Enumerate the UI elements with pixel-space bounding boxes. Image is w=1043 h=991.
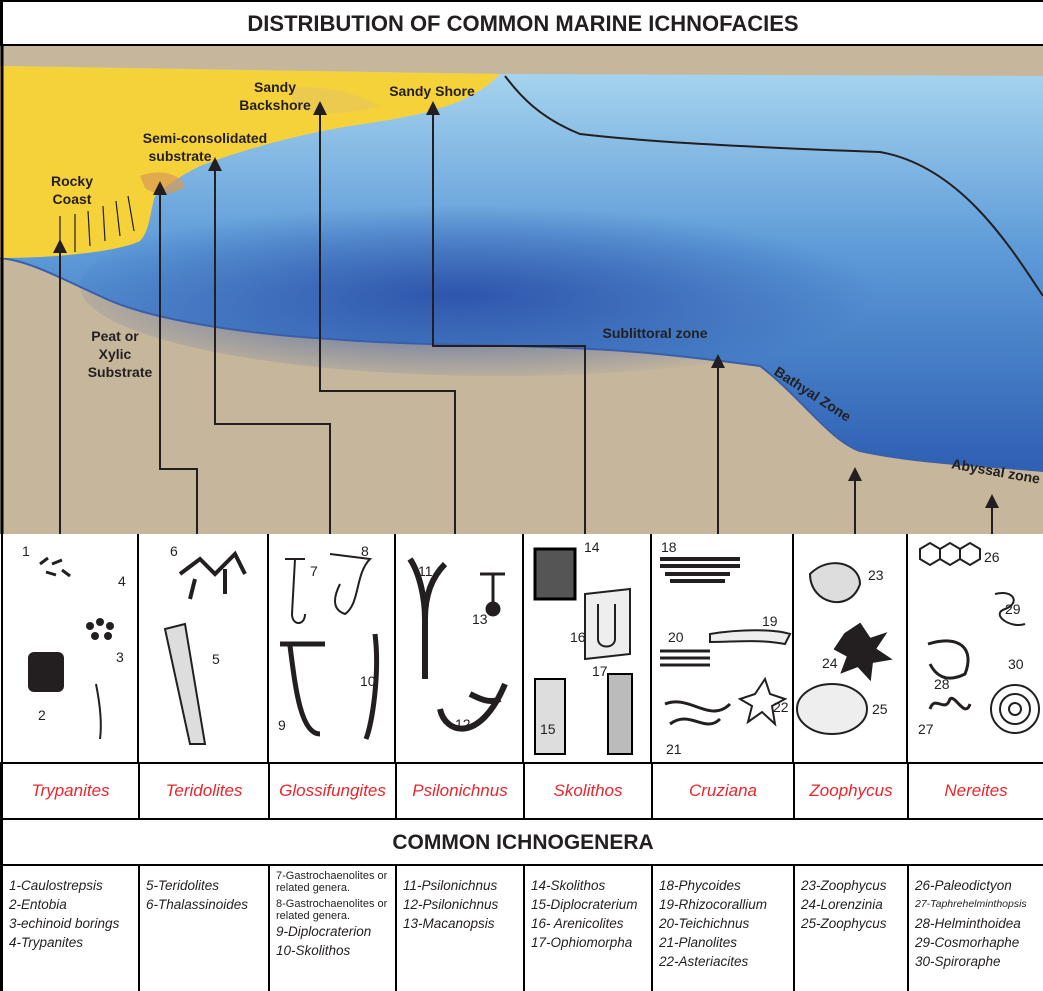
genus-item: 3-echinoid borings	[9, 914, 138, 933]
genus-item: 6-Thalassinoides	[146, 895, 268, 914]
figure-number: 26	[984, 549, 1000, 565]
figure-number: 20	[668, 629, 684, 645]
figure-number: 14	[584, 539, 600, 555]
figure-number: 16	[570, 629, 586, 645]
genus-item: 27-Taphrehelminthopsis	[915, 895, 1043, 914]
figure-number: 19	[762, 613, 778, 629]
ichnogenera-list: 11-Psilonichnus 12-Psilonichnus 13-Macan…	[395, 866, 523, 991]
figure-number: 25	[872, 701, 888, 717]
genus-item: 26-Paleodictyon	[915, 876, 1043, 895]
figure-number: 17	[592, 663, 608, 679]
figure-number: 15	[540, 721, 556, 737]
genus-item: 4-Trypanites	[9, 933, 138, 952]
figure-number: 11	[418, 563, 433, 579]
facies-name: Skolithos	[523, 764, 651, 818]
facies-name: Glossifungites	[268, 764, 395, 818]
genus-item: 12-Psilonichnus	[403, 895, 523, 914]
genus-item: 5-Teridolites	[146, 876, 268, 895]
genus-item: 1-Caulostrepsis	[9, 876, 138, 895]
figure-number: 22	[773, 699, 789, 715]
figure-number: 27	[918, 721, 934, 737]
genus-item: 15-Diplocraterium	[531, 895, 651, 914]
figure-number: 23	[868, 567, 884, 583]
figure-number: 28	[934, 676, 950, 692]
figure-number: 3	[116, 649, 124, 665]
genus-item: 25-Zoophycus	[801, 914, 907, 933]
genus-item: 8-Gastrochaenolites or related genera.	[276, 898, 395, 922]
ichnogenera-list: 18-Phycoides 19-Rhizocorallium 20-Teichi…	[651, 866, 793, 991]
facies-name: Trypanites	[0, 764, 138, 818]
ichnogenera-list: 7-Gastrochaenolites or related genera. 8…	[268, 866, 395, 991]
genus-item: 2-Entobia	[9, 895, 138, 914]
figure-number: 30	[1008, 656, 1024, 672]
genus-item: 28-Helminthoidea	[915, 914, 1043, 933]
genus-item: 18-Phycoides	[659, 876, 793, 895]
genus-item: 23-Zoophycus	[801, 876, 907, 895]
genus-item: 29-Cosmorhaphe	[915, 933, 1043, 952]
genus-item: 19-Rhizocorallium	[659, 895, 793, 914]
ichnogenera-title: COMMON ICHNOGENERA	[0, 820, 1043, 866]
ichnogenera-list: 23-Zoophycus 24-Lorenzinia 25-Zoophycus	[793, 866, 907, 991]
figure-number: 4	[118, 573, 126, 589]
figure-number: 18	[661, 539, 677, 555]
figure-number: 7	[310, 563, 318, 579]
figure-title: DISTRIBUTION OF COMMON MARINE ICHNOFACIE…	[0, 0, 1043, 46]
label-sublittoral: Sublittoral zone	[603, 325, 708, 341]
genus-item: 20-Teichichnus	[659, 914, 793, 933]
facies-name: Psilonichnus	[395, 764, 523, 818]
facies-name: Nereites	[907, 764, 1043, 818]
genus-item: 14-Skolithos	[531, 876, 651, 895]
genus-item: 17-Ophiomorpha	[531, 933, 651, 952]
genus-item: 7-Gastrochaenolites or related genera.	[276, 870, 395, 894]
genus-item: 21-Planolites	[659, 933, 793, 952]
genus-item: 11-Psilonichnus	[403, 876, 523, 895]
figure-number: 6	[170, 543, 178, 559]
figure-number: 1	[22, 543, 30, 559]
figure-number: 9	[278, 717, 286, 733]
genus-item: 22-Asteriacites	[659, 952, 793, 971]
figure-number: 8	[361, 543, 369, 559]
ichnogenera-list: 14-Skolithos 15-Diplocraterium 16- Areni…	[523, 866, 651, 991]
genus-item: 24-Lorenzinia	[801, 895, 907, 914]
genus-item: 10-Skolithos	[276, 941, 395, 960]
figure-number: 13	[472, 611, 488, 627]
ichnogenera-list: 5-Teridolites 6-Thalassinoides	[138, 866, 268, 991]
genus-item: 30-Spiroraphe	[915, 952, 1043, 971]
label-sandy-shore: Sandy Shore	[389, 83, 475, 99]
figure-number: 24	[822, 655, 838, 671]
figure-number: 5	[212, 651, 220, 667]
genus-item: 16- Arenicolites	[531, 914, 651, 933]
figure-number: 21	[666, 741, 682, 757]
deep-water	[80, 196, 920, 376]
facies-name: Teridolites	[138, 764, 268, 818]
figure-number: 29	[1005, 601, 1021, 617]
figure-number: 10	[360, 673, 376, 689]
genus-item: 13-Macanopsis	[403, 914, 523, 933]
facies-name: Cruziana	[651, 764, 793, 818]
ichnogenera-list: 1-Caulostrepsis 2-Entobia 3-echinoid bor…	[0, 866, 138, 991]
figure-number: 12	[455, 716, 471, 732]
ichnofacies-names: Trypanites Teridolites Glossifungites Ps…	[0, 762, 1043, 820]
genus-item: 9-Diplocraterion	[276, 922, 395, 941]
facies-name: Zoophycus	[793, 764, 907, 818]
figure-number: 2	[38, 707, 46, 723]
ichnogenera-list: 26-Paleodictyon 27-Taphrehelminthopsis 2…	[907, 866, 1043, 991]
